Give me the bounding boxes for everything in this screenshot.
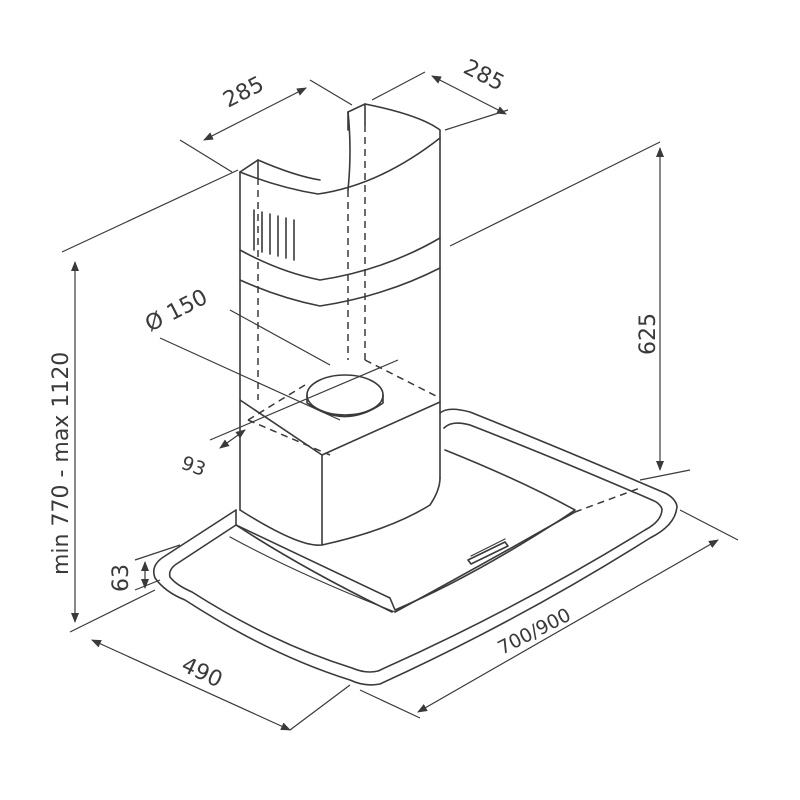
vent-grille: [253, 209, 295, 261]
glass-outline-outer: [152, 408, 678, 686]
dim-chimney-height: 625: [636, 147, 691, 481]
dim-total-height: min 770 - max 1120: [49, 261, 79, 623]
label-canopy-thickness: 63: [109, 564, 134, 592]
dim-canopy-thickness: 63: [109, 544, 181, 592]
dim-chimney-width: 285: [179, 72, 353, 173]
label-duct-offset: 93: [178, 452, 208, 481]
chimney: [239, 103, 441, 546]
label-total-height: min 770 - max 1120: [49, 352, 74, 575]
label-chimney-width: 285: [219, 72, 268, 113]
dim-chimney-depth: 285: [371, 55, 509, 131]
canopy: [152, 408, 678, 686]
dim-hood-depth: 490: [69, 589, 351, 731]
label-duct-diameter: Ø 150: [141, 285, 211, 337]
label-hood-width: 700/900: [494, 604, 574, 659]
label-chimney-depth: 285: [459, 55, 508, 96]
dim-hood-width: 700/900: [359, 509, 739, 719]
label-hood-depth: 490: [177, 653, 226, 693]
label-chimney-height: 625: [636, 313, 661, 355]
steel-base-front: [235, 449, 576, 611]
duct-outlet: [306, 374, 384, 418]
hidden-lines: [247, 125, 441, 456]
